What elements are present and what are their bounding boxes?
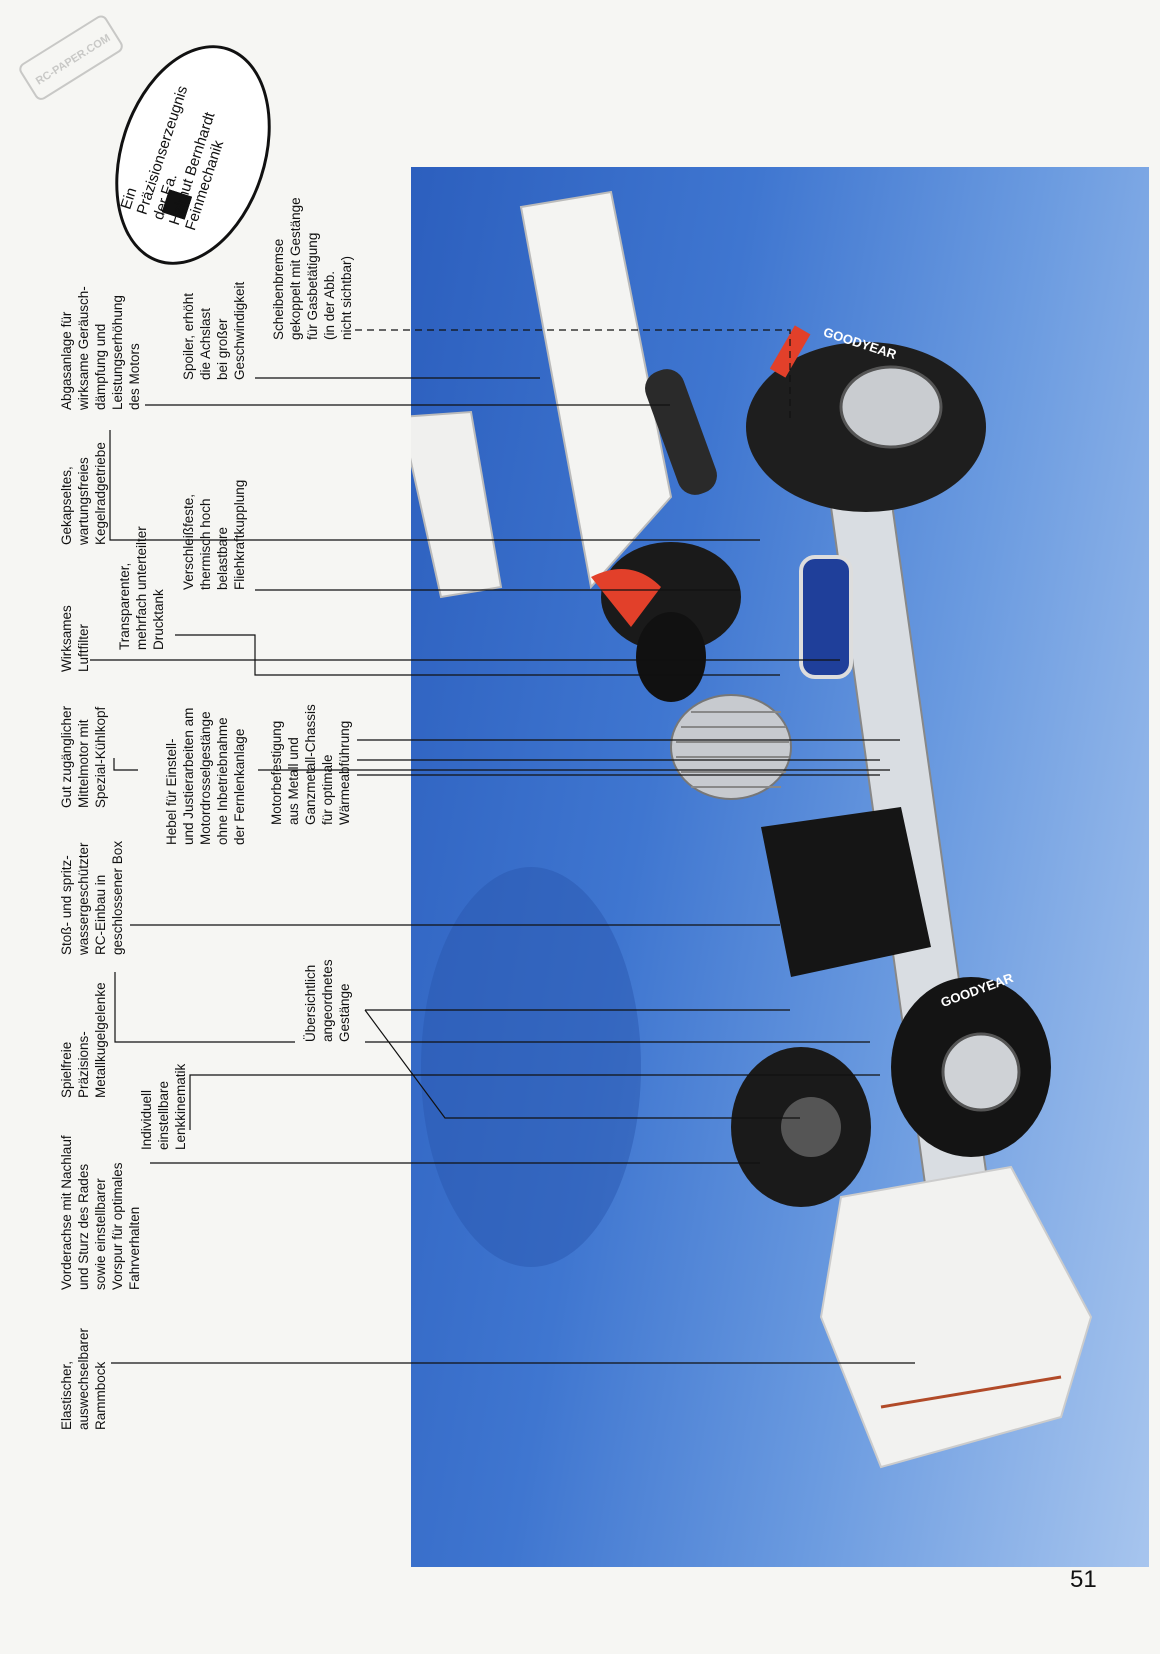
rc-box	[761, 807, 931, 977]
shadow	[421, 867, 641, 1267]
caption-drucktank: Transparenter, mehrfach unterteilter Dru…	[117, 526, 166, 650]
caption-kugelgelenke: Spielfreie Präzisions- Metallkugelgelenk…	[59, 982, 108, 1098]
page-number: 51	[1070, 1566, 1097, 1593]
front-wheel-left-hub	[781, 1097, 841, 1157]
caption-luftfilter: Wirksames Luftfilter	[59, 605, 91, 672]
watermark-logo: RC-PAPER.COM	[19, 15, 123, 100]
engine-cooling-head	[670, 694, 792, 800]
caption-hebel: Hebel für Einstell- und Justierarbeiten …	[164, 707, 247, 845]
air-filter	[636, 612, 706, 702]
caption-kupplung: Verschleißfeste, thermisch hoch belastba…	[181, 479, 247, 590]
stamp-text: Ein Präzisionserzeugnis der Fa. Helmut B…	[117, 83, 228, 233]
fuel-filler	[591, 569, 661, 627]
steering-linkage	[880, 1375, 1062, 1409]
caption-abgasanlage: Abgasanlage für wirksame Geräusch- dämpf…	[59, 286, 142, 410]
caption-getriebe: Gekapseltes, wartungsfreies Kegelradgetr…	[59, 442, 108, 545]
caption-motorbefestigung: Motorbefestigung aus Metall und Ganzmeta…	[269, 704, 352, 825]
cooling-fins	[676, 711, 789, 788]
caption-spoiler: Spoiler, erhöht die Achslast bei großer …	[181, 281, 247, 380]
front-bumper	[819, 1165, 1093, 1469]
fuel-tank	[799, 555, 853, 679]
rear-wheel-left	[601, 542, 741, 652]
wing-endplate	[411, 410, 503, 599]
race-car-illustration: GOODYEAR GOODYEAR	[411, 190, 1093, 1469]
caption-lenkkinematik: Individuell einstellbare Lenkkinematik	[139, 1063, 188, 1150]
product-photo: GOODYEAR GOODYEAR	[411, 167, 1149, 1567]
rear-wheel-rim	[839, 365, 943, 449]
caption-mittelmotor: Gut zugänglicher Mittelmotor mit Spezial…	[59, 705, 108, 808]
caption-gestaenge: Übersichtlich angeordnetes Gestänge	[303, 959, 352, 1042]
caption-vorderachse: Vorderachse mit Nachlauf und Sturz des R…	[59, 1135, 142, 1290]
caption-rc-einbau: Stoß- und spritz- wassergeschützter RC-E…	[59, 840, 125, 955]
manufacturer-stamp: Ein Präzisionserzeugnis der Fa. Helmut B…	[88, 24, 298, 286]
caption-bremse: Scheibenbremse gekoppelt mit Gestänge fü…	[271, 197, 354, 340]
caption-rammbock: Elastischer, auswechselbarer Rammbock	[59, 1327, 108, 1430]
front-wheel-rim	[941, 1032, 1021, 1112]
